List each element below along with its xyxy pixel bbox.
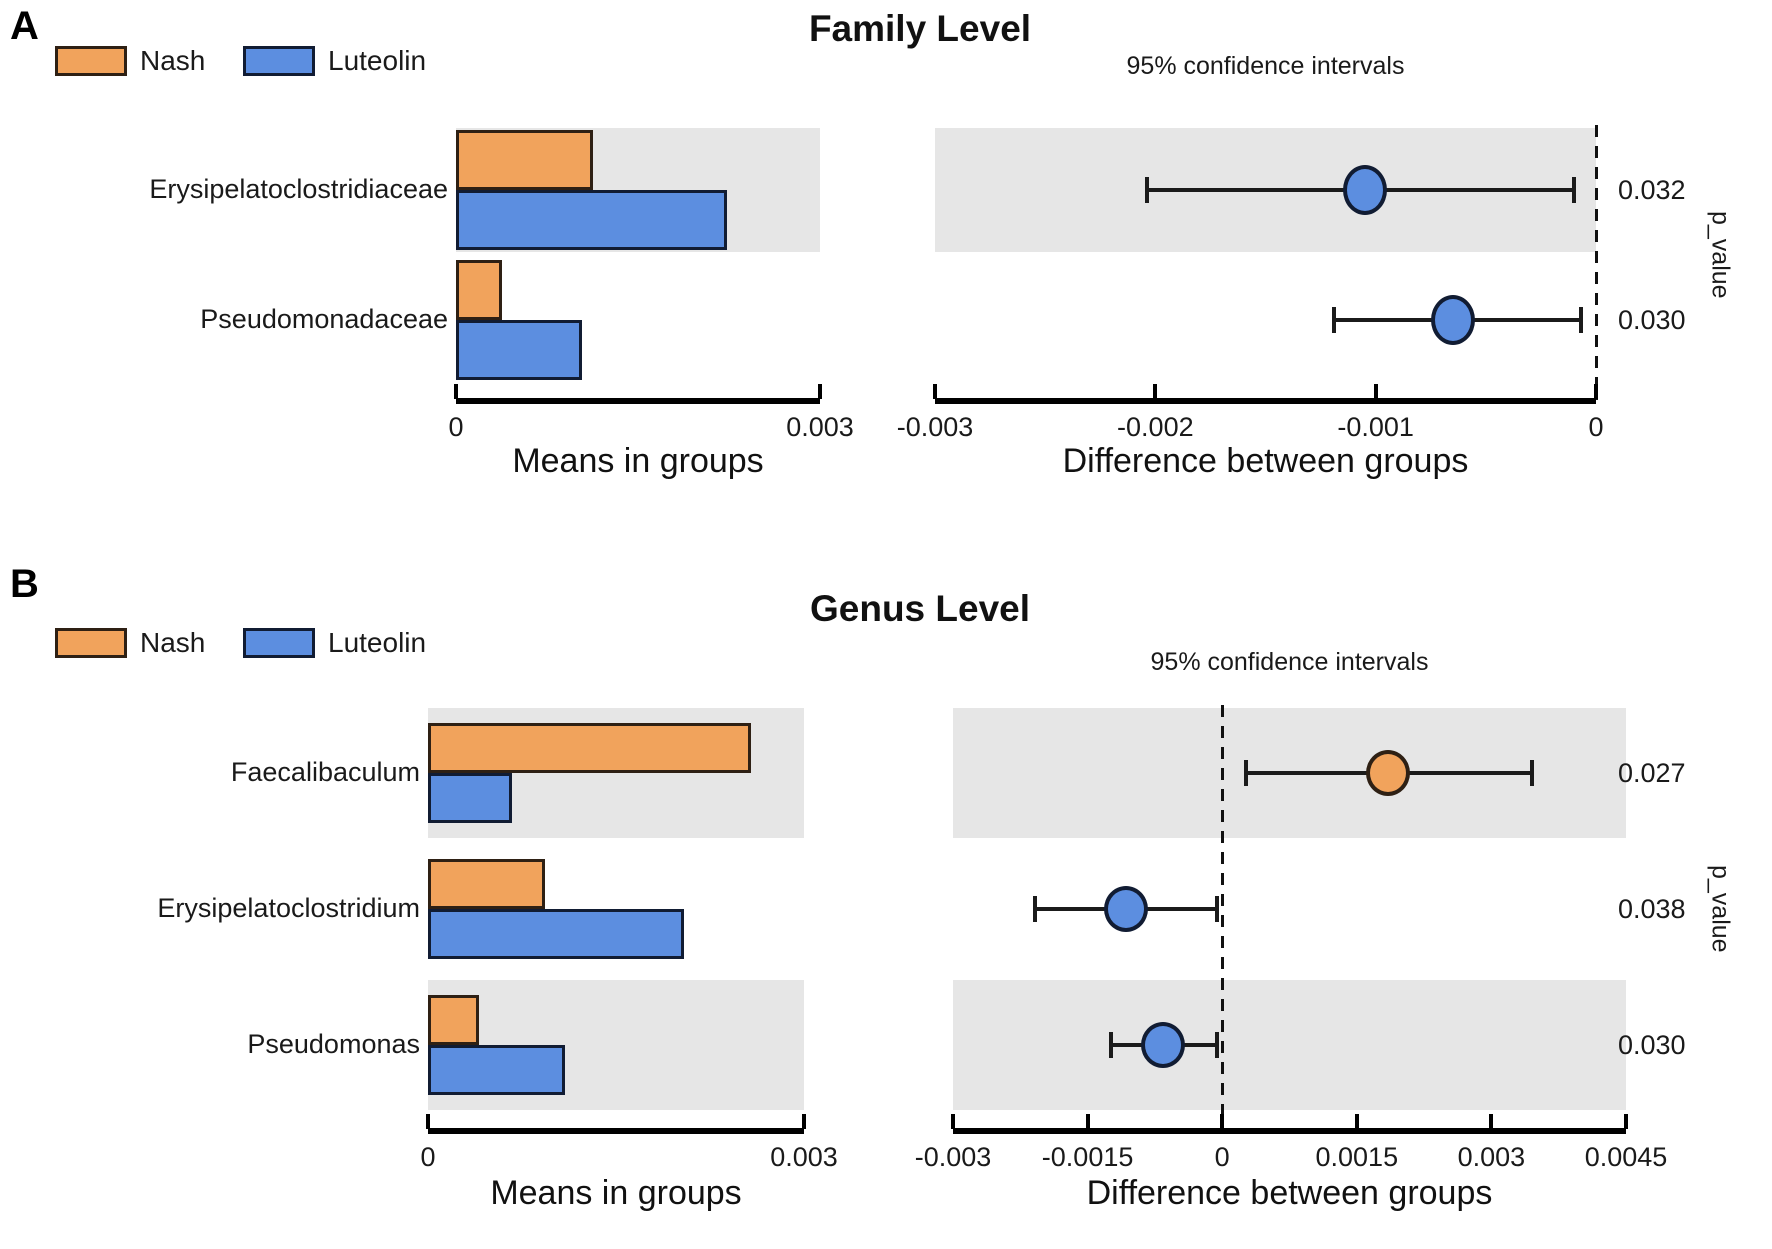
axis-tick xyxy=(802,1114,806,1129)
axis-tick xyxy=(951,1114,955,1129)
category-label: Pseudomonas xyxy=(247,1029,420,1059)
bar-nash xyxy=(456,260,503,320)
p-value: 0.038 xyxy=(1618,894,1686,924)
ci-dot-nash xyxy=(1366,750,1411,796)
bar-nash xyxy=(456,130,594,190)
axis-line xyxy=(953,1128,1626,1134)
axis-tick-label: -0.003 xyxy=(896,412,974,442)
axis-tick xyxy=(1373,384,1378,399)
bar-luteolin xyxy=(456,190,727,250)
bar-nash xyxy=(428,723,752,773)
ci-cap-left xyxy=(1032,896,1037,922)
axis-tick xyxy=(1489,1114,1494,1129)
ci-cap-right xyxy=(1214,896,1219,922)
bar-luteolin xyxy=(428,1045,565,1095)
panel-a-diff-xlabel: Difference between groups xyxy=(1062,442,1469,480)
ci-cap-left xyxy=(1331,307,1336,333)
bar-luteolin xyxy=(428,773,512,823)
zero-dashed-line xyxy=(1595,125,1598,400)
bar-luteolin xyxy=(456,320,583,380)
row-band xyxy=(953,980,1626,1110)
axis-tick-label: 0.0015 xyxy=(1315,1142,1399,1172)
axis-tick xyxy=(426,1114,430,1129)
ci-cap-right xyxy=(1571,177,1576,203)
axis-tick-label: -0.001 xyxy=(1337,412,1414,442)
ci-cap-left xyxy=(1244,760,1249,786)
category-label: Pseudomonadaceae xyxy=(200,304,448,334)
bar-luteolin xyxy=(428,909,684,959)
category-label: Erysipelatoclostridium xyxy=(157,893,420,923)
axis-tick xyxy=(818,384,822,399)
category-label: Erysipelatoclostridiaceae xyxy=(149,174,448,204)
axis-tick-label: 0.003 xyxy=(1457,1142,1526,1172)
ci-cap-right xyxy=(1214,1032,1219,1058)
axis-line xyxy=(935,398,1596,404)
axis-tick-label: 0 xyxy=(1214,1142,1230,1172)
axis-tick xyxy=(933,384,937,399)
panel-a-ci-subtitle: 95% confidence intervals xyxy=(1126,52,1405,80)
ci-dot-luteolin xyxy=(1342,165,1387,215)
legend-label-nash: Nash xyxy=(140,627,206,658)
legend-label-nash: Nash xyxy=(140,45,206,76)
ci-cap-right xyxy=(1578,307,1583,333)
panel-a-letter: A xyxy=(10,4,39,48)
legend-label-luteolin: Luteolin xyxy=(328,627,427,658)
legend-swatch-nash xyxy=(55,46,127,76)
axis-tick xyxy=(1624,1114,1628,1129)
panel-b-pvalue-axis-label: p_value xyxy=(1706,865,1735,953)
panel-b-title: Genus Level xyxy=(809,588,1031,629)
zero-dashed-line xyxy=(1221,705,1225,1130)
axis-line xyxy=(428,1128,804,1134)
ci-dot-luteolin xyxy=(1104,886,1149,932)
axis-tick-label: 0.003 xyxy=(786,412,854,442)
axis-tick xyxy=(1354,1114,1359,1129)
axis-tick xyxy=(1085,1114,1090,1129)
ci-dot-luteolin xyxy=(1140,1022,1185,1068)
ci-cap-right xyxy=(1529,760,1534,786)
axis-tick-label: 0 xyxy=(448,412,464,442)
axis-tick xyxy=(1153,384,1158,399)
ci-cap-left xyxy=(1108,1032,1113,1058)
axis-tick xyxy=(454,384,458,399)
p-value: 0.030 xyxy=(1618,305,1686,335)
bar-nash xyxy=(428,859,545,909)
category-label: Faecalibaculum xyxy=(230,757,420,787)
p-value: 0.032 xyxy=(1618,175,1686,205)
panel-a-title: Family Level xyxy=(808,8,1032,49)
legend-swatch-luteolin xyxy=(243,628,315,658)
panel-b-means-xlabel: Means in groups xyxy=(490,1174,742,1212)
axis-tick-label: -0.003 xyxy=(914,1142,992,1172)
axis-tick-label: -0.002 xyxy=(1117,412,1194,442)
p-value: 0.030 xyxy=(1618,1030,1686,1060)
ci-dot-luteolin xyxy=(1430,295,1475,345)
axis-tick-label: 0.003 xyxy=(770,1142,838,1172)
bar-nash xyxy=(428,995,480,1045)
axis-tick-label: 0.0045 xyxy=(1584,1142,1668,1172)
panel-b-ci-subtitle: 95% confidence intervals xyxy=(1150,648,1429,676)
panel-b-diff-xlabel: Difference between groups xyxy=(1086,1174,1493,1212)
axis-tick-label: 0 xyxy=(420,1142,436,1172)
axis-line xyxy=(456,398,820,404)
legend-label-luteolin: Luteolin xyxy=(328,45,427,76)
ci-cap-left xyxy=(1144,177,1149,203)
axis-tick-label: -0.0015 xyxy=(1041,1142,1134,1172)
axis-tick xyxy=(1594,384,1598,399)
panel-a-pvalue-axis-label: p_value xyxy=(1706,211,1735,299)
panel-a-means-xlabel: Means in groups xyxy=(512,442,764,480)
axis-tick xyxy=(1220,1114,1225,1129)
panel-b-letter: B xyxy=(10,562,39,606)
legend-swatch-luteolin xyxy=(243,46,315,76)
legend-swatch-nash xyxy=(55,628,127,658)
p-value: 0.027 xyxy=(1618,758,1686,788)
axis-tick-label: 0 xyxy=(1588,412,1604,442)
